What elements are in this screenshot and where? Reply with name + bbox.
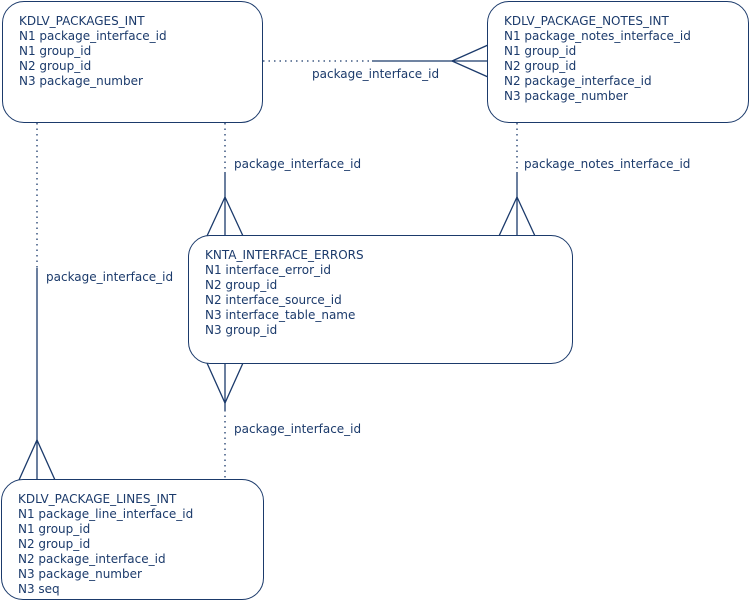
entity-field: N2 group_id	[19, 59, 92, 73]
entity-title: KNTA_INTERFACE_ERRORS	[205, 248, 364, 262]
entity-field: N1 group_id	[18, 522, 91, 536]
entity-fields: N1 package_interface_id N1 group_id N2 g…	[19, 29, 167, 89]
entity-field: N2 package_interface_id	[18, 552, 166, 566]
entity-kdlv-package-lines-int: KDLV_PACKAGE_LINES_INT N1 package_line_i…	[1, 479, 264, 600]
entity-fields: N1 package_notes_interface_id N1 group_i…	[504, 29, 691, 104]
entity-field: N2 group_id	[18, 537, 91, 551]
entity-title: KDLV_PACKAGE_NOTES_INT	[504, 14, 669, 28]
entity-field: N3 package_number	[504, 89, 628, 103]
entity-field: N2 package_interface_id	[504, 74, 652, 88]
rel-label-packages-lines: package_interface_id	[45, 270, 175, 285]
entity-field: N2 interface_source_id	[205, 293, 342, 307]
rel-label-packages-errors: package_interface_id	[233, 157, 363, 172]
rel-label-lines-errors: package_interface_id	[233, 422, 363, 437]
entity-field: N3 package_number	[19, 74, 143, 88]
entity-field: N1 group_id	[504, 44, 577, 58]
entity-title: KDLV_PACKAGES_INT	[19, 14, 145, 28]
entity-field: N1 package_notes_interface_id	[504, 29, 691, 43]
entity-field: N3 seq	[18, 582, 60, 596]
entity-kdlv-packages-int: KDLV_PACKAGES_INT N1 package_interface_i…	[2, 1, 263, 123]
entity-field: N1 package_interface_id	[19, 29, 167, 43]
entity-field: N1 interface_error_id	[205, 263, 331, 277]
crowfoot-errors-top-right	[498, 195, 536, 237]
entity-field: N1 package_line_interface_id	[18, 507, 194, 521]
crowfoot-notes	[450, 44, 489, 78]
entity-fields: N1 interface_error_id N2 group_id N2 int…	[205, 263, 355, 338]
crowfoot-errors-top-left	[206, 195, 244, 237]
entity-title: KDLV_PACKAGE_LINES_INT	[18, 492, 177, 506]
entity-field: N3 interface_table_name	[205, 308, 356, 322]
entity-field: N1 group_id	[19, 44, 92, 58]
entity-field: N3 group_id	[205, 323, 278, 337]
rel-label-notes-errors: package_notes_interface_id	[523, 157, 692, 172]
entity-field: N3 package_number	[18, 567, 142, 581]
entity-kdlv-package-notes-int: KDLV_PACKAGE_NOTES_INT N1 package_notes_…	[487, 1, 749, 123]
entity-field: N2 group_id	[504, 59, 577, 73]
entity-knta-interface-errors: KNTA_INTERFACE_ERRORS N1 interface_error…	[188, 235, 573, 364]
entity-field: N2 group_id	[205, 278, 278, 292]
entity-fields: N1 package_line_interface_id N1 group_id…	[18, 507, 193, 597]
crowfoot-lines	[18, 438, 56, 481]
crowfoot-errors-bottom	[206, 362, 244, 405]
rel-label-packages-notes: package_interface_id	[311, 67, 441, 82]
